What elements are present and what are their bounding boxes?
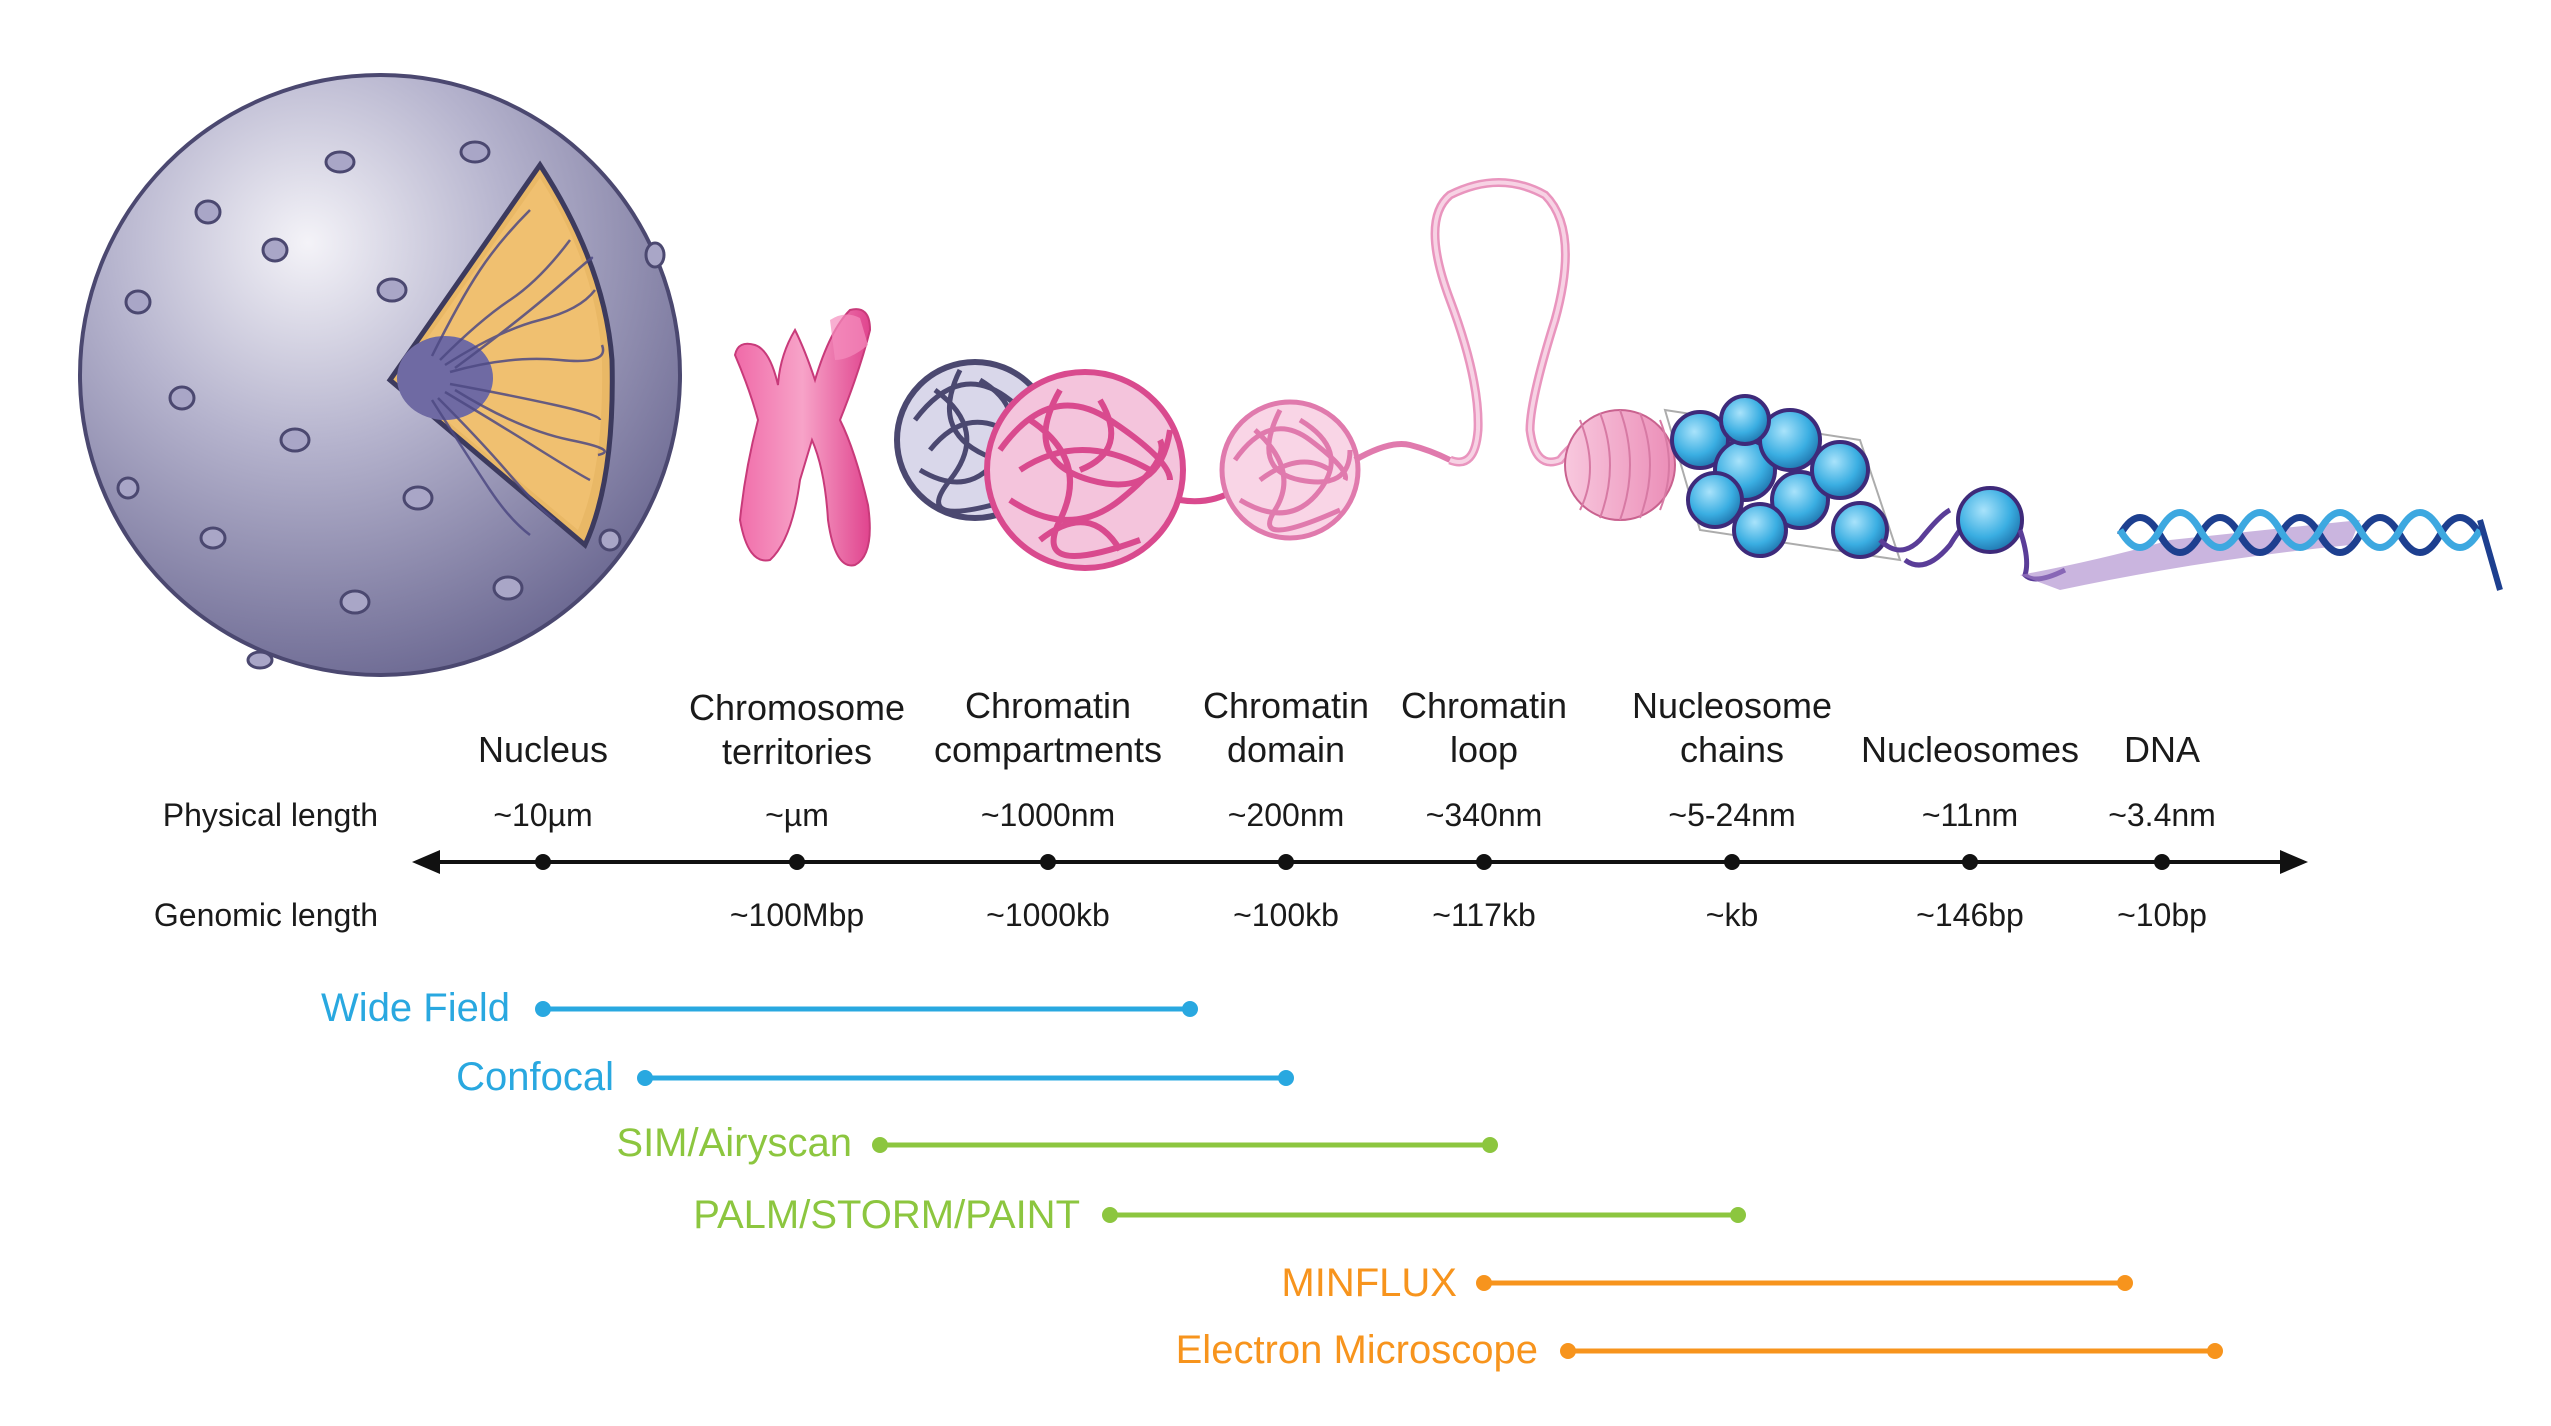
technique-label: Wide Field	[321, 986, 510, 1030]
axis-tick	[1724, 854, 1740, 870]
physical-length-value: ~200nm	[1228, 797, 1345, 833]
technique-minflux: MINFLUX	[1281, 1261, 2133, 1305]
range-start-dot	[535, 1001, 551, 1017]
stage-label: Nucleosome	[1632, 685, 1832, 726]
physical-length-value: ~1000nm	[981, 797, 1115, 833]
range-start-dot	[1476, 1275, 1492, 1291]
scale-axis	[412, 850, 2308, 874]
genomic-length-value: ~100Mbp	[730, 897, 864, 933]
technique-wide-field: Wide Field	[321, 986, 1198, 1030]
stage-label: chains	[1680, 729, 1784, 770]
range-end-dot	[2117, 1275, 2133, 1291]
stage-label: Chromatin	[1203, 685, 1369, 726]
physical-length-value: ~340nm	[1426, 797, 1543, 833]
range-end-dot	[2207, 1343, 2223, 1359]
axis-tick	[1476, 854, 1492, 870]
genomic-length-value: ~100kb	[1233, 897, 1339, 933]
domain-illustration	[1219, 399, 1452, 541]
loop-illustration	[1430, 178, 1602, 467]
technique-ranges: Wide Field Confocal SIM/Airyscan PALM/ST…	[321, 986, 2223, 1372]
technique-confocal: Confocal	[456, 1055, 1294, 1099]
physical-lengths: ~10µm ~µm ~1000nm ~200nm ~340nm ~5-24nm …	[493, 797, 2216, 833]
stage-label: Nucleosomes	[1861, 729, 2079, 770]
axis-right-arrow	[2280, 850, 2308, 874]
physical-length-value: ~3.4nm	[2108, 797, 2216, 833]
technique-palm-storm-paint: PALM/STORM/PAINT	[693, 1193, 1746, 1237]
genomic-length-value: ~10bp	[2117, 897, 2207, 933]
range-end-dot	[1182, 1001, 1198, 1017]
axis-tick	[1962, 854, 1978, 870]
axis-tick	[789, 854, 805, 870]
technique-sim-airyscan: SIM/Airyscan	[616, 1121, 1498, 1165]
axis-tick	[535, 854, 551, 870]
stage-labels: Nucleus Chromosome territories Chromatin…	[478, 685, 2200, 772]
technique-label: Confocal	[456, 1055, 614, 1099]
stage-label: Chromatin	[965, 685, 1131, 726]
physical-length-label: Physical length	[163, 797, 378, 833]
stage-label: loop	[1450, 729, 1518, 770]
axis-tick	[1040, 854, 1056, 870]
genomic-length-value: ~1000kb	[986, 897, 1110, 933]
axis-left-arrow	[412, 850, 440, 874]
stage-label: compartments	[934, 729, 1162, 770]
range-start-dot	[637, 1070, 653, 1086]
axis-tick	[2154, 854, 2170, 870]
stage-label: domain	[1227, 729, 1345, 770]
genomic-length-label: Genomic length	[154, 897, 378, 933]
genomic-length-value: ~kb	[1706, 897, 1758, 933]
technique-label: Electron Microscope	[1176, 1328, 1538, 1372]
range-start-dot	[1560, 1343, 1576, 1359]
technique-label: MINFLUX	[1281, 1261, 1457, 1305]
physical-length-value: ~10µm	[493, 797, 592, 833]
physical-length-value: ~µm	[765, 797, 829, 833]
stage-label: Chromatin	[1401, 685, 1567, 726]
range-end-dot	[1278, 1070, 1294, 1086]
technique-label: PALM/STORM/PAINT	[693, 1193, 1080, 1237]
nucleosome-chain-illustration	[1564, 394, 1952, 562]
range-end-dot	[1482, 1137, 1498, 1153]
range-start-dot	[872, 1137, 888, 1153]
genomic-length-value: ~117kb	[1432, 897, 1536, 933]
axis-tick	[1278, 854, 1294, 870]
compartments-illustration	[894, 359, 1237, 571]
stage-label: Chromosome	[689, 687, 905, 728]
genomic-lengths: ~100Mbp ~1000kb ~100kb ~117kb ~kb ~146bp…	[730, 897, 2207, 933]
technique-electron-microscope: Electron Microscope	[1176, 1328, 2223, 1372]
stage-label: DNA	[2124, 729, 2200, 770]
genomic-length-value: ~146bp	[1916, 897, 2024, 933]
technique-label: SIM/Airyscan	[616, 1121, 852, 1165]
stage-label: Nucleus	[478, 729, 608, 770]
nucleus-illustration	[78, 73, 682, 677]
physical-length-value: ~11nm	[1922, 797, 2018, 833]
chromosome-illustration	[733, 308, 872, 567]
nucleosomes-illustration	[1903, 486, 2067, 582]
range-start-dot	[1102, 1207, 1118, 1223]
physical-length-value: ~5-24nm	[1668, 797, 1795, 833]
stage-label: territories	[722, 731, 872, 772]
range-end-dot	[1730, 1207, 1746, 1223]
dna-illustration	[2020, 509, 2503, 591]
